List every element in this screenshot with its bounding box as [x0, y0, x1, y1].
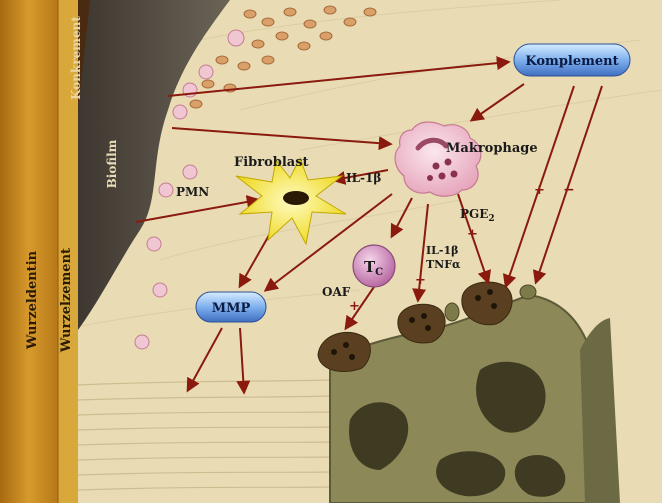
root-cementum [58, 0, 78, 503]
bone-marrow-spaces [349, 361, 566, 497]
plus-sign: + [534, 183, 545, 198]
oaf-label: OAF [322, 285, 351, 299]
wurzelzement-label: Wurzelzement [59, 248, 74, 353]
tc-label: TC [364, 258, 383, 278]
biofilm-label: Biofilm [105, 139, 119, 188]
osteoclast [461, 281, 513, 326]
osteocyte [444, 302, 460, 322]
il1b-tnf-label-2: TNFα [426, 258, 461, 271]
biofilm [78, 0, 230, 330]
fibroblast-label: Fibroblast [234, 155, 309, 170]
il1b-tnf-label-1: IL-1β [426, 244, 458, 257]
minus-sign: − [563, 182, 575, 198]
komplement-capsule [513, 43, 631, 77]
wurzeldentin-label: Wurzeldentin [25, 250, 40, 350]
ligament-fibers [77, 379, 331, 491]
t-cell [352, 244, 396, 288]
komplement-label: Komplement [525, 54, 618, 69]
osteoclast [397, 303, 446, 344]
fibroblast-cell [235, 156, 347, 246]
macrophage-cell [394, 121, 482, 197]
makrophage-label: Makrophage [446, 141, 538, 156]
mmp-label: MMP [212, 301, 251, 316]
pmn-label: PMN [176, 185, 209, 199]
plus-sign: + [349, 299, 360, 314]
osteoclast [317, 331, 371, 372]
konkrement-label: Konkrement [69, 16, 83, 100]
root-dentin [0, 0, 58, 503]
il1b-label: IL-1β [346, 171, 381, 185]
pge2-label: PGE2 [460, 207, 495, 224]
plus-sign: + [415, 273, 426, 288]
epithelial-cells [189, 5, 377, 109]
bone-edge [580, 318, 620, 503]
mmp-capsule [195, 291, 267, 323]
plus-sign: + [467, 227, 478, 242]
signal-arrows [135, 56, 603, 395]
osteocyte [519, 284, 537, 300]
